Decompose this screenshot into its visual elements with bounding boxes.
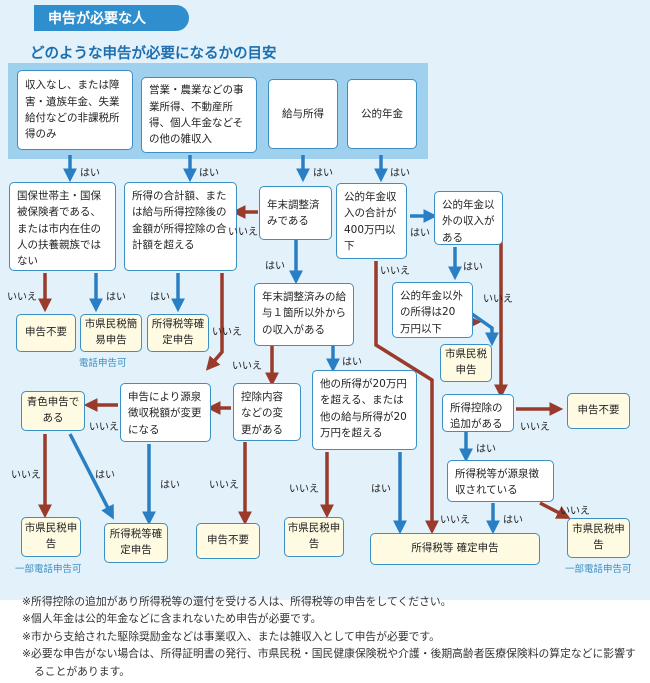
income-type-business: 営業・農業などの事業所得、不動産所得、個人年金などその他の雑収入 [141,77,257,153]
question-over-200k: 他の所得が20万円を超える、または他の給与所得が20万円を超える [312,370,417,450]
label-no: いいえ [212,327,242,338]
arrow-no [205,273,224,371]
income-type-pension: 公的年金 [347,79,417,149]
label-no: いいえ [440,515,470,526]
label-yes: はい [199,168,219,179]
label-yes: はい [342,357,362,368]
result-not-required: 申告不要 [16,314,76,352]
label-yes: はい [80,168,100,179]
question-pension-400: 公的年金収入の合計が400万円以下 [336,183,407,259]
label-no: いいえ [209,480,239,491]
page-title: 申告が必要な人 [34,5,189,31]
label-no: いいえ [232,361,262,372]
label-no: いいえ [520,422,550,433]
result-city-simple: 市県民税簡易申告 [80,314,142,352]
label-yes: はい [106,292,126,303]
income-type-non-taxable: 収入なし、または障害・遺族年金、失業給付などの非課税所得のみ [17,70,133,150]
question-tax-withheld: 所得税等が源泉徴収されている [447,460,554,502]
arrow-yes [68,433,114,520]
question-dependent: 国保世帯主・国保被保険者である、または市内在住の人の扶養親族ではない [9,182,116,271]
label-yes: はい [410,228,430,239]
label-no: いいえ [289,484,319,495]
result-income-tax-left: 所得税等確定申告 [104,523,168,563]
question-year-end: 年末調整済みである [259,186,332,240]
label-yes: はい [371,484,391,495]
footnote: ※必要な申告がない場合は、所得証明書の発行、市県民税・国民健康保険税や介護・後期… [22,647,636,678]
label-yes: はい [150,292,170,303]
result-blue-return: 青色申告である [21,391,85,431]
label-no: いいえ [228,227,258,238]
question-other-200k: 公的年金以外の所得は20万円以下 [392,282,473,338]
label-yes: はい [95,470,115,481]
footnote: ※個人年金は公的年金などに含まれないため申告が必要です。 [22,612,322,626]
label-no: いいえ [560,506,590,517]
result-city-left: 市県民税申告 [21,517,81,557]
label-no: いいえ [7,292,37,303]
question-withheld-change: 申告により源泉徴収税額が変更になる [120,383,211,442]
label-yes: はい [160,480,180,491]
diagram-subtitle: どのような申告が必要になるかの目安 [30,46,277,62]
question-other-income: 公的年金以外の収入がある [434,191,503,245]
arrow-no [539,501,571,519]
result-city-small: 市県民税申告 [440,344,492,382]
label-yes: はい [265,261,285,272]
result-city-right: 市県民税申告 [567,518,630,558]
question-year-end-other-income: 年末調整済みの給与１箇所以外からの収入がある [254,283,354,346]
arrow-yes [470,312,499,347]
footnote: ※市から支給された駆除奨励金などは事業収入、または雑収入として申告が必要です。 [22,629,440,643]
result-income-tax: 所得税等確定申告 [147,314,209,352]
partial-phone-note-left: 一部電話申告可 [15,564,82,575]
result-income-tax-wide: 所得税等 確定申告 [370,533,540,565]
footnotes: ※所得控除の追加があり所得税等の還付を受ける人は、所得税等の申告をしてください。… [22,593,637,680]
label-yes: はい [476,444,496,455]
label-no: いいえ [11,470,41,481]
label-yes: はい [463,262,483,273]
label-yes: はい [390,168,410,179]
result-not-required-bottom: 申告不要 [196,523,260,559]
partial-phone-note-right: 一部電話申告可 [565,564,632,575]
question-deduction-added: 所得控除の追加がある [442,394,514,432]
arrow-no [374,261,439,535]
income-type-salary: 給与所得 [268,79,338,149]
question-deduction-change: 控除内容などの変更がある [233,383,301,441]
label-no: いいえ [483,294,513,305]
question-income-total: 所得の合計額、または給与所得控除後の金額が所得控除の合計額を超える [124,182,237,271]
result-not-required-right: 申告不要 [567,393,630,429]
footnote: ※所得控除の追加があり所得税等の還付を受ける人は、所得税等の申告をしてください。 [22,595,452,608]
phone-note: 電話申告可 [79,358,127,369]
label-no: いいえ [89,422,119,433]
result-city-middle: 市県民税申告 [284,517,344,557]
label-no: いいえ [380,266,410,277]
label-yes: はい [503,515,523,526]
label-yes: はい [313,168,333,179]
